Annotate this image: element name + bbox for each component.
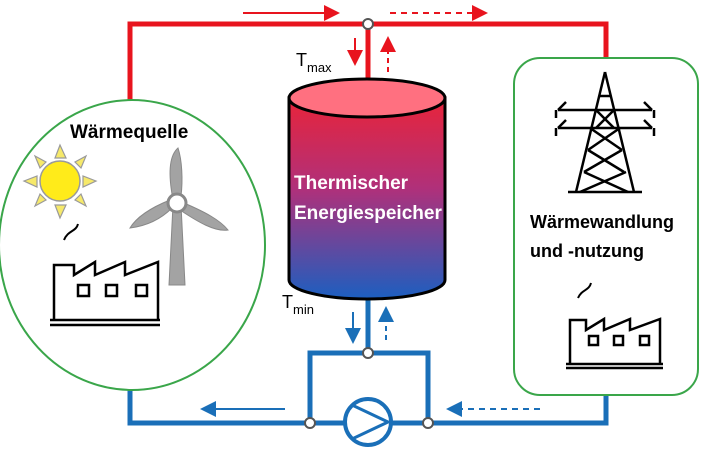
cold-junction-right: [422, 417, 434, 429]
heat-use-label-line1: Wärmewandlung: [530, 212, 674, 232]
svg-text:Tmin: Tmin: [282, 292, 314, 317]
heat-source-group: Wärmequelle: [0, 99, 266, 391]
t-min-label: Tmin: [282, 292, 314, 317]
wind-turbine-icon: [129, 147, 229, 286]
factory-icon: [50, 223, 160, 327]
storage-label-line1: Thermischer: [294, 173, 409, 194]
heat-use-group: Wärmewandlung und -nutzung: [513, 57, 699, 396]
hot-junction-node: [362, 18, 374, 30]
power-tower-icon: [554, 71, 656, 194]
heat-source-label: Wärmequelle: [70, 122, 188, 143]
pump-icon: [343, 397, 393, 447]
factory-icon-right: [566, 282, 663, 370]
sun-icon: [22, 143, 98, 220]
cold-junction-left: [304, 417, 316, 429]
thermal-storage-tank: Thermischer Energiespeicher: [287, 77, 447, 301]
t-max-label: Tmax: [296, 50, 332, 75]
storage-label-line2: Energiespeicher: [294, 203, 442, 224]
cold-junction-top: [362, 347, 374, 359]
svg-text:Tmax: Tmax: [296, 50, 332, 75]
tank-top: [287, 77, 447, 119]
flow-arrows: [200, 5, 540, 417]
heat-source-border: [0, 99, 266, 391]
heat-use-label-line2: und -nutzung: [530, 241, 644, 261]
heat-use-border: [513, 57, 699, 396]
